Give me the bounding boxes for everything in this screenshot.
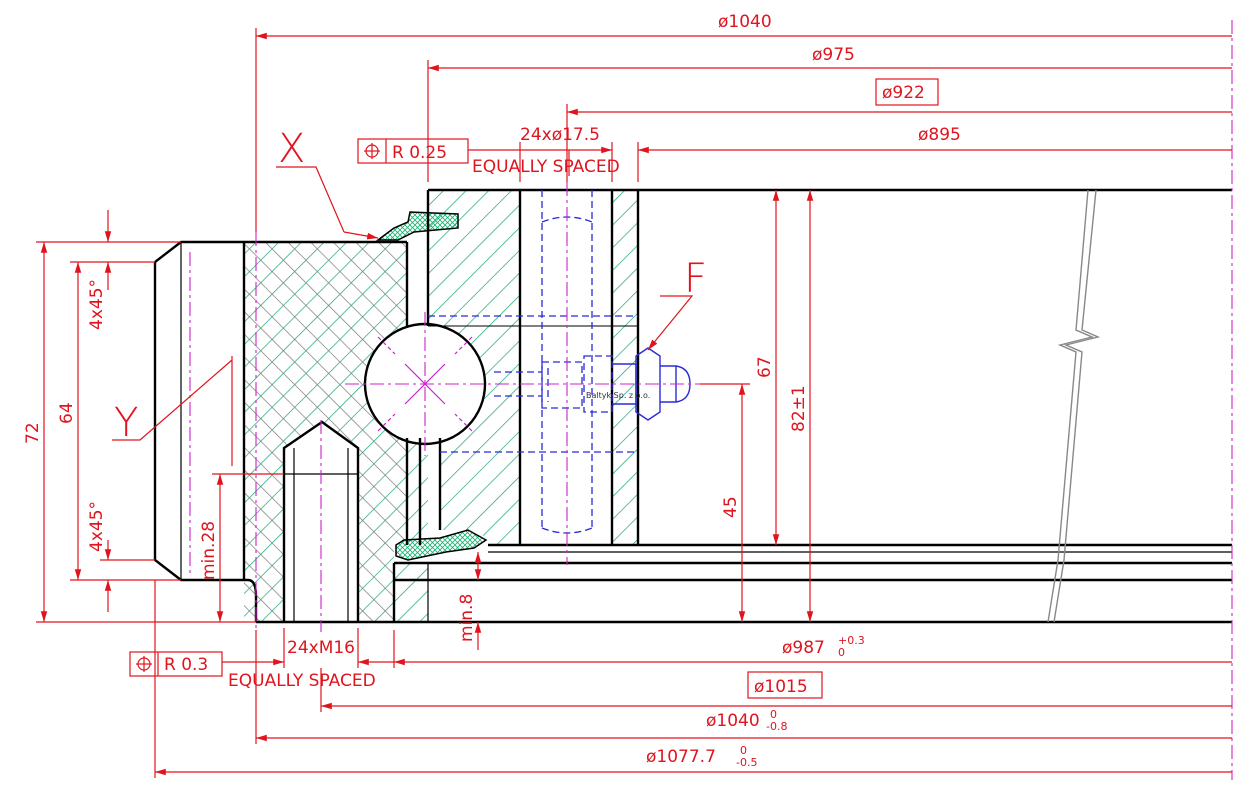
- outer-ring-body: [428, 190, 638, 545]
- dim-threads: 24xM16: [287, 638, 355, 658]
- dim-chamfer-bottom: 4x45°: [87, 501, 107, 552]
- dim-equally-spaced-top: EQUALLY SPACED: [472, 157, 620, 177]
- dim-d1077-tol-lower: -0.5: [736, 756, 757, 769]
- dimension-lines: [36, 28, 1232, 778]
- dim-d1015: ø1015: [754, 677, 808, 697]
- dim-min28: min.28: [199, 521, 219, 580]
- dim-67: 67: [755, 356, 775, 378]
- watermark: Baltyk Sp. z o.o.: [586, 391, 650, 400]
- dim-d1040-top: ø1040: [718, 12, 772, 32]
- dim-d1077-tol-upper: 0: [740, 744, 747, 757]
- dim-64: 64: [57, 402, 77, 424]
- tolerance-frame-top: [357, 138, 469, 164]
- box-d1015: [747, 671, 823, 699]
- dim-d1040-tol-lower: -0.8: [766, 720, 787, 733]
- dim-d1077: ø1077.7: [646, 747, 716, 767]
- dim-d1040-tol-upper: 0: [770, 708, 777, 721]
- dim-d987: ø987: [782, 638, 825, 658]
- tolerance-frame-bottom: [129, 651, 223, 677]
- break-lines: [1047, 189, 1101, 623]
- top-seal: [375, 211, 459, 241]
- dim-d922: ø922: [882, 83, 925, 103]
- dim-d895: ø895: [918, 125, 961, 145]
- dim-d975: ø975: [812, 45, 855, 65]
- dim-min8: min.8: [457, 594, 477, 642]
- dim-45: 45: [721, 496, 741, 518]
- tolerance-r-top: R 0.25: [392, 143, 447, 163]
- callout-f: F: [684, 256, 707, 302]
- callout-y: Y: [114, 400, 138, 446]
- dim-d987-tol-upper: +0.3: [838, 634, 865, 647]
- dim-d1040-bottom: ø1040: [706, 711, 760, 731]
- box-d922: [875, 78, 939, 106]
- center-lines: [189, 20, 1233, 780]
- dim-equally-spaced-bottom: EQUALLY SPACED: [228, 671, 376, 691]
- dim-82: 82±1: [789, 385, 809, 432]
- callout-x: X: [278, 126, 305, 172]
- ball-cross: [377, 336, 473, 432]
- dim-chamfer-top: 4x45°: [87, 279, 107, 330]
- bottom-seal: [395, 529, 488, 561]
- tolerance-r-bottom: R 0.3: [164, 655, 208, 675]
- dim-72: 72: [23, 422, 43, 444]
- dim-d987-tol-lower: 0: [838, 646, 845, 659]
- dim-holes: 24xø17.5: [520, 125, 600, 145]
